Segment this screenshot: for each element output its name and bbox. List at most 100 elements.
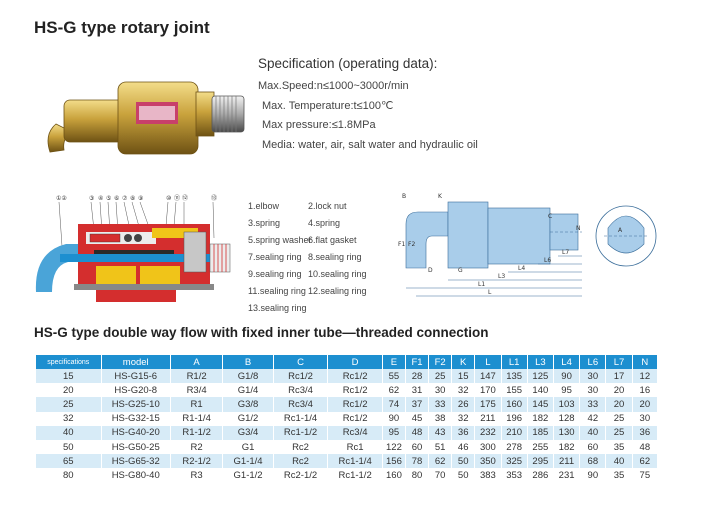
table-cell: 43 — [428, 425, 453, 440]
table-cell: Rc1-1/2 — [327, 468, 383, 483]
table-cell: 15 — [36, 369, 102, 384]
part-label: 1.elbow — [248, 201, 280, 211]
table-cell: 185 — [527, 425, 554, 440]
table-cell: G1-1/2 — [222, 468, 274, 483]
table-cell: 40 — [36, 425, 102, 440]
table-cell: 255 — [527, 439, 554, 455]
table-cell: HS-G50-25 — [101, 439, 171, 455]
table-cell: HS-G20-8 — [101, 383, 171, 398]
table-cell: 17 — [605, 369, 633, 384]
parts-row: 1.elbow 2.lock nut — [248, 198, 393, 215]
table-cell: Rc2 — [273, 454, 329, 469]
table-cell: 15 — [451, 369, 476, 384]
table-cell: 36 — [632, 425, 659, 440]
table-cell: Rc3/4 — [273, 383, 329, 398]
dim-label-f1: F1 — [398, 241, 405, 248]
table-cell: 75 — [632, 468, 659, 483]
table-cell: Rc1-1/4 — [273, 411, 329, 426]
callout-4: ④ — [98, 195, 103, 202]
end-view-drawing: A — [595, 205, 657, 267]
table-cell: Rc3/4 — [327, 425, 383, 440]
table-cell: 350 — [474, 454, 502, 469]
cross-section-diagram: ①② ③ ④ ⑤ ⑥ ⑦ ⑧ ⑨ ⑩ ⑪ ⑫ ⑬ — [35, 194, 231, 302]
part-label: 2.lock nut — [308, 201, 347, 211]
table-cell: 196 — [501, 411, 528, 426]
part-label: 13.sealing ring — [248, 303, 307, 313]
part-label: 9.sealing ring — [248, 269, 302, 279]
column-header: L4 — [553, 355, 581, 369]
column-header: L3 — [527, 355, 554, 369]
table-cell: 62 — [632, 454, 659, 469]
dim-label-l4: L4 — [518, 265, 525, 272]
table-cell: 37 — [405, 397, 430, 412]
table-cell: 51 — [428, 439, 453, 455]
callout-1-2: ①② — [56, 195, 67, 202]
table-cell: 28 — [405, 369, 430, 384]
table-cell: 295 — [527, 454, 554, 469]
table-cell: HS-G32-15 — [101, 411, 171, 426]
table-cell: G1 — [222, 439, 274, 455]
dim-label-l1: L1 — [478, 281, 485, 288]
table-cell: 20 — [36, 383, 102, 398]
table-cell: 103 — [553, 397, 581, 412]
table-cell: 50 — [36, 439, 102, 455]
table-cell: 175 — [474, 397, 502, 412]
callout-9: ⑨ — [138, 195, 143, 202]
table-cell: R2-1/2 — [170, 454, 224, 469]
column-header: L — [474, 355, 502, 369]
table-cell: 140 — [527, 383, 554, 398]
part-label: 6.flat gasket — [308, 235, 357, 245]
part-label: 8.sealing ring — [308, 252, 362, 262]
table-cell: 95 — [382, 425, 406, 440]
table-cell: Rc2-1/2 — [273, 468, 329, 483]
column-header: N — [632, 355, 659, 369]
part-label: 12.sealing ring — [308, 286, 367, 296]
table-cell: 90 — [579, 468, 607, 483]
table-cell: 12 — [632, 369, 659, 384]
table-cell: 25 — [605, 411, 633, 426]
column-header: K — [451, 355, 476, 369]
spec-line-media: Media: water, air, salt water and hydrau… — [262, 138, 478, 151]
table-cell: R1 — [170, 397, 224, 412]
table-cell: Rc1/2 — [327, 383, 383, 398]
table-cell: 20 — [605, 397, 633, 412]
table-cell: 48 — [632, 439, 659, 455]
table-cell: R1/2 — [170, 369, 224, 384]
table-cell: 48 — [405, 425, 430, 440]
table-cell: 32 — [36, 411, 102, 426]
table-cell: G1/4 — [222, 383, 274, 398]
table-cell: 156 — [382, 454, 406, 469]
table-cell: 70 — [428, 468, 453, 483]
callout-8: ⑧ — [130, 195, 135, 202]
part-label: 3.spring — [248, 218, 281, 228]
column-header: specifications — [36, 355, 102, 369]
table-cell: R3 — [170, 468, 224, 483]
table-cell: 20 — [632, 397, 659, 412]
column-header: E — [382, 355, 406, 369]
table-cell: 35 — [605, 468, 633, 483]
table-cell: 62 — [428, 454, 453, 469]
table-cell: 286 — [527, 468, 554, 483]
column-header: C — [273, 355, 329, 369]
dim-label-l3: L3 — [498, 273, 505, 280]
table-cell: 25 — [428, 369, 453, 384]
table-cell: 232 — [474, 425, 502, 440]
table-cell: 68 — [579, 454, 607, 469]
page-title: HS-G type rotary joint — [34, 18, 210, 37]
table-cell: 33 — [579, 397, 607, 412]
rotary-joint-photo — [47, 81, 245, 155]
table-cell: 25 — [605, 425, 633, 440]
table-cell: 128 — [553, 411, 581, 426]
table-cell: 20 — [605, 383, 633, 398]
table-cell: 62 — [382, 383, 406, 398]
column-header: A — [170, 355, 224, 369]
callout-11: ⑪ — [174, 194, 180, 202]
table-cell: 231 — [553, 468, 581, 483]
